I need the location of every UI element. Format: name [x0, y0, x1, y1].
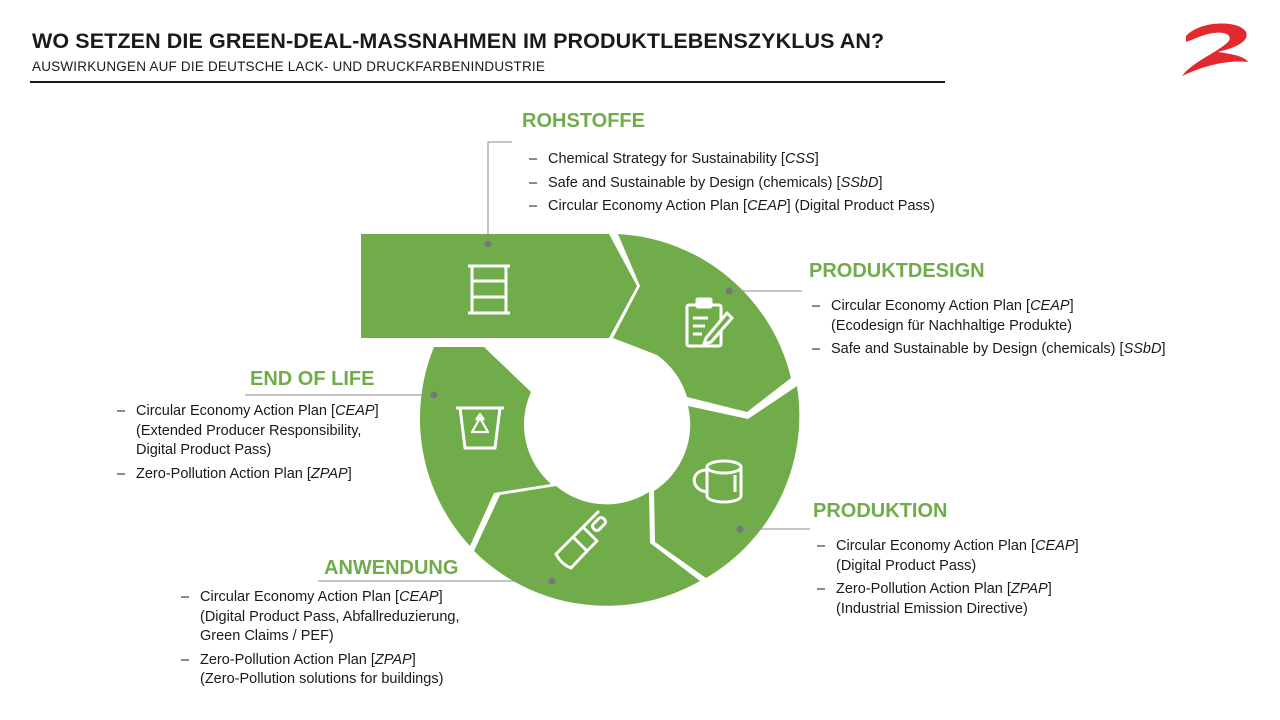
segment-produktdesign: [613, 234, 791, 412]
heading-produktion: PRODUKTION: [813, 500, 948, 522]
connector-end-of-life: [245, 391, 438, 399]
connector-rohstoffe: [484, 141, 512, 248]
connector-anwendung: [318, 577, 556, 585]
list-end-of-life: –Circular Economy Action Plan [CEAP](Ext…: [117, 402, 379, 488]
list-produktdesign: –Circular Economy Action Plan [CEAP](Eco…: [812, 297, 1166, 364]
list-item: –Circular Economy Action Plan [CEAP](Dig…: [181, 589, 460, 644]
recycling-bin-icon: [456, 406, 504, 450]
list-item: –Safe and Sustainable by Design (chemica…: [529, 174, 883, 191]
title-divider: [30, 81, 945, 83]
list-item: –Chemical Strategy for Sustainability [C…: [529, 151, 819, 167]
heading-end-of-life: END OF LIFE: [250, 368, 375, 390]
list-item: –Safe and Sustainable by Design (chemica…: [812, 341, 1166, 357]
logo-mark: [1182, 23, 1248, 77]
list-item: –Zero-Pollution Action Plan [ZPAP](Zero-…: [181, 651, 444, 688]
brand-logo: [1182, 23, 1248, 77]
list-rohstoffe: –Chemical Strategy for Sustainability [C…: [529, 150, 935, 221]
barrel-icon: [468, 264, 510, 315]
heading-produktdesign: PRODUKTDESIGN: [809, 260, 985, 282]
list-item: –Zero-Pollution Action Plan [ZPAP]: [117, 465, 352, 482]
list-item: –Circular Economy Action Plan [CEAP] (Di…: [529, 198, 935, 214]
segment-rohstoffe: [361, 234, 637, 338]
list-item: –Zero-Pollution Action Plan [ZPAP](Indus…: [817, 581, 1052, 617]
page-subtitle: AUSWIRKUNGEN AUF DIE DEUTSCHE LACK- UND …: [32, 59, 546, 74]
paint-brush-icon: [554, 509, 608, 570]
heading-anwendung: ANWENDUNG: [324, 557, 459, 579]
list-item: –Circular Economy Action Plan [CEAP](Dig…: [817, 538, 1079, 574]
paint-can-icon: [692, 459, 743, 504]
heading-rohstoffe: ROHSTOFFE: [522, 110, 645, 132]
page-title: WO SETZEN DIE GREEN-DEAL-MASSNAHMEN IM P…: [32, 29, 885, 53]
clipboard-pencil-icon: [685, 297, 734, 348]
segment-anwendung: [474, 486, 700, 606]
segment-produktion: [654, 386, 800, 578]
list-item: –Circular Economy Action Plan [CEAP](Ext…: [117, 403, 379, 458]
list-item: –Circular Economy Action Plan [CEAP](Eco…: [812, 298, 1074, 334]
list-anwendung: –Circular Economy Action Plan [CEAP](Dig…: [181, 588, 460, 694]
list-produktion: –Circular Economy Action Plan [CEAP](Dig…: [817, 537, 1079, 623]
connector-produktion: [736, 525, 810, 533]
connector-produktdesign: [725, 287, 802, 295]
